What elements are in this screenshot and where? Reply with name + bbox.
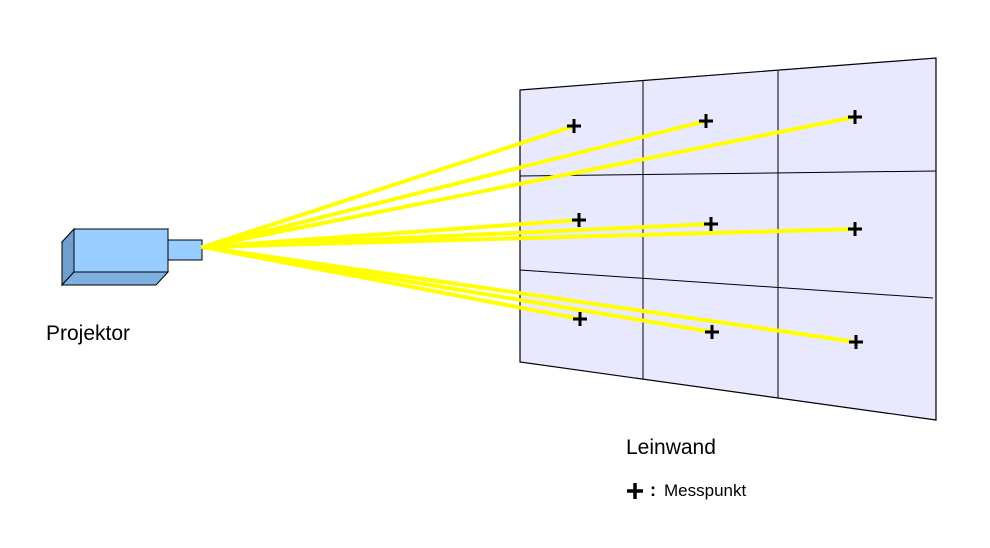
grid-line-h2 [519, 269, 934, 299]
measurement-point-1 [567, 119, 581, 133]
measurement-point-7 [573, 312, 587, 326]
light-beams [201, 115, 858, 344]
measurement-points [567, 110, 863, 349]
light-beam-9 [201, 245, 858, 344]
projector [60, 227, 203, 287]
measurement-point-6 [848, 222, 862, 236]
light-beam-6 [201, 227, 857, 249]
measurement-point-2 [699, 114, 713, 128]
screen-label: Leinwand [626, 436, 716, 459]
light-beam-3 [201, 115, 857, 249]
measurement-point-8 [705, 325, 719, 339]
projector-front-face [73, 228, 169, 273]
legend: : Messpunkt [626, 480, 746, 501]
grid-line-h1 [519, 170, 937, 177]
measurement-point-4 [572, 213, 586, 227]
projector-lens [167, 239, 203, 261]
legend-separator: : [650, 480, 656, 500]
measurement-point-3 [848, 110, 862, 124]
light-beam-2 [201, 119, 708, 249]
plus-icon [627, 482, 643, 499]
legend-text: Messpunkt [664, 480, 747, 500]
measurement-point-5 [704, 217, 718, 231]
screen-grid [519, 71, 937, 398]
projector-label: Projektor [46, 322, 131, 345]
light-beam-1 [201, 124, 576, 249]
screen-surface [519, 57, 937, 421]
measurement-point-9 [849, 335, 863, 349]
projector-bottom-face [60, 271, 170, 286]
